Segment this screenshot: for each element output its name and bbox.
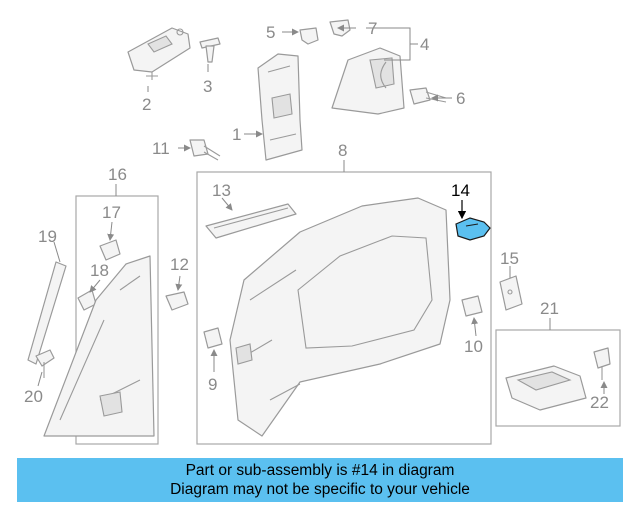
- part-12-fastener: [165, 291, 189, 311]
- part-15-bracket: [499, 275, 523, 311]
- callout-11: 11: [152, 139, 170, 158]
- part-21-group-box: [495, 329, 621, 427]
- part-14-highlighted: [455, 217, 491, 241]
- part-11-bolt: [189, 139, 221, 161]
- part-13-garnish: [205, 203, 297, 239]
- callout-1: 1: [232, 125, 241, 144]
- callout-15: 15: [500, 249, 519, 268]
- part-4-bracket: [331, 47, 405, 115]
- callout-12: 12: [170, 255, 189, 274]
- part-22-bulb: [593, 347, 611, 380]
- part-6-bolt: [409, 87, 447, 105]
- part-16-group-box: [75, 195, 159, 445]
- callout-16: 16: [108, 165, 127, 184]
- banner-line-2: Diagram may not be specific to your vehi…: [170, 481, 470, 498]
- parts-diagram: 2 3 1 5 7 4 6 11 8 16 13 14 17 19 12 15 …: [24, 19, 621, 445]
- part-2-cover: [127, 27, 191, 80]
- part-20-clip: [35, 349, 55, 378]
- callout-17: 17: [102, 203, 121, 222]
- callout-4: 4: [420, 35, 429, 54]
- callout-18: 18: [90, 261, 109, 280]
- banner-line-1: Part or sub-assembly is #14 in diagram: [185, 462, 455, 479]
- callout-8: 8: [338, 141, 347, 160]
- callout-6: 6: [456, 89, 465, 108]
- part-16-lower-trim: [43, 255, 155, 437]
- part-9-clip: [203, 327, 223, 349]
- callout-13: 13: [212, 181, 231, 200]
- part-21-lamp: [505, 365, 587, 411]
- callout-14: 14: [451, 181, 470, 200]
- callout-3: 3: [203, 77, 212, 96]
- part-8-quarter-trim: [229, 197, 451, 437]
- callout-2: 2: [142, 95, 151, 114]
- callout-19: 19: [38, 227, 57, 246]
- callout-20: 20: [24, 387, 43, 406]
- part-5-clip: [299, 27, 319, 45]
- callout-21: 21: [540, 299, 559, 318]
- callout-7: 7: [368, 19, 377, 38]
- callout-10: 10: [464, 337, 483, 356]
- callout-5: 5: [266, 23, 275, 42]
- info-banner: Part or sub-assembly is #14 in diagram D…: [17, 458, 623, 502]
- callout-9: 9: [208, 375, 217, 394]
- leader-lines: [37, 24, 608, 394]
- part-1-pillar-trim: [257, 53, 303, 161]
- part-19-strip: [27, 261, 67, 365]
- part-3-clip: [199, 37, 221, 63]
- part-10-clip: [461, 295, 483, 317]
- callout-22: 22: [590, 393, 609, 412]
- part-17-clip: [99, 239, 121, 261]
